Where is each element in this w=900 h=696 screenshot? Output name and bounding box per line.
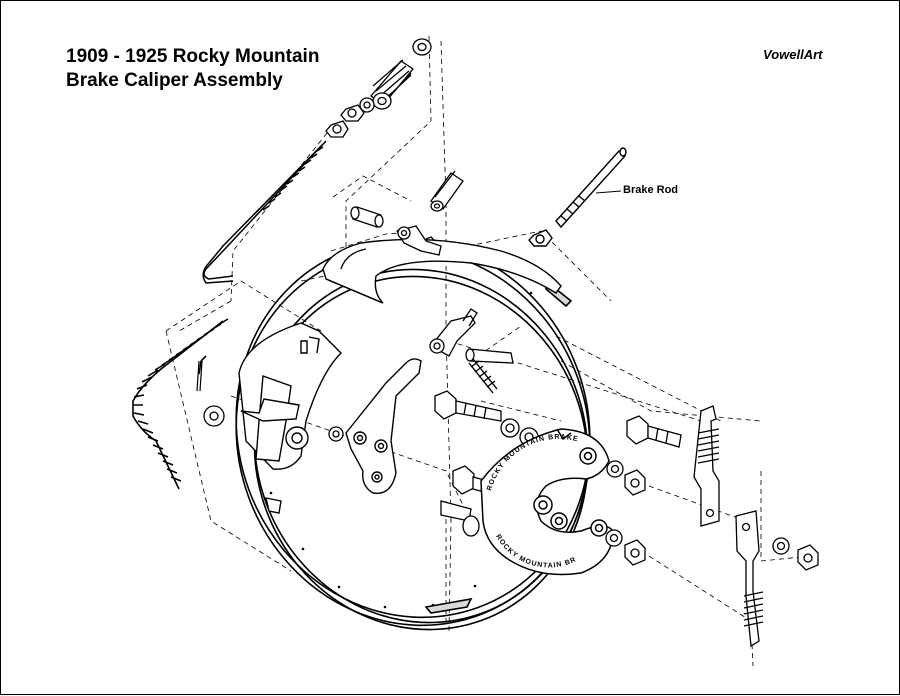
- right-bolt: [627, 416, 681, 447]
- diagram-title: 1909 - 1925 Rocky Mountain Brake Caliper…: [66, 45, 319, 93]
- rocky-mountain-caliper-plate: [481, 429, 613, 575]
- upper-clevis: [397, 226, 441, 255]
- artist-credit: VowellArt: [763, 47, 823, 62]
- hex-spacer: [431, 171, 463, 211]
- left-caliper-shoe: [239, 323, 341, 513]
- cotter-pin: [197, 361, 202, 391]
- center-lever-arm: [346, 359, 421, 493]
- long-coil-spring: [133, 319, 228, 489]
- upper-linkage-strap: [694, 406, 719, 526]
- right-washers-nuts: [606, 461, 818, 570]
- center-short-spring: [469, 359, 497, 393]
- lower-linkage-strap: [736, 511, 763, 646]
- upper-brake-shoe: [323, 239, 561, 303]
- top-spring-stack: [326, 39, 431, 137]
- title-line-2: Brake Caliper Assembly: [66, 70, 283, 91]
- title-line-1: 1909 - 1925 Rocky Mountain: [66, 46, 320, 67]
- brake-rod-callout-label: Brake Rod: [623, 184, 679, 196]
- hooked-threaded-rod: [203, 141, 326, 283]
- small-pin: [351, 207, 383, 227]
- center-clevis: [430, 309, 513, 363]
- brake-rod-leader-line: [596, 191, 621, 193]
- brake-rod: [529, 148, 626, 246]
